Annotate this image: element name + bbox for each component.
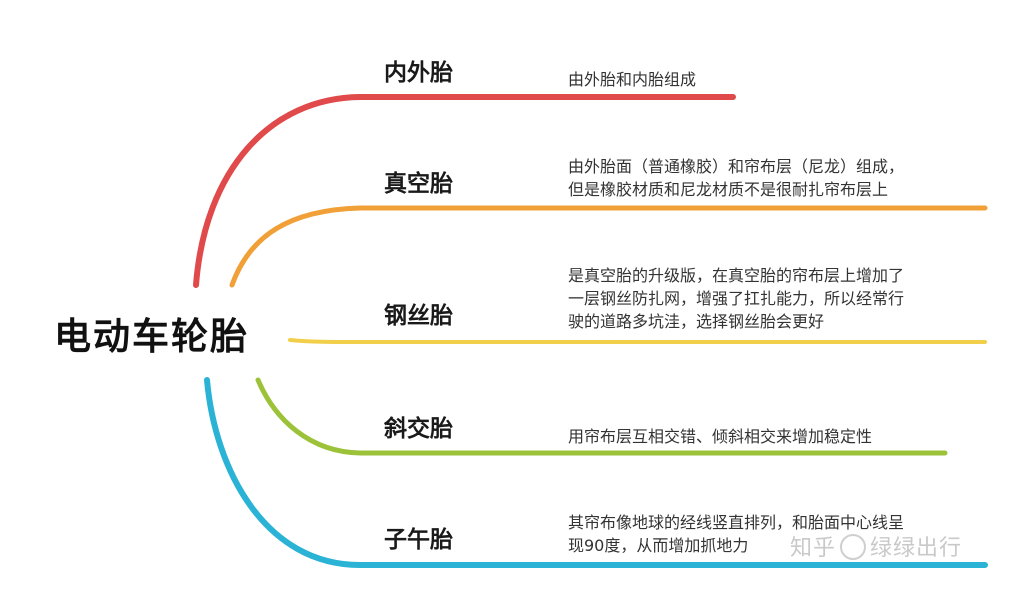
branch-title-tubeless: 真空胎 [384, 171, 453, 197]
branch-desc-radial: 其帘布像地球的经线竖直排列，和胎面中心线呈 现90度，从而增加抓地力 [568, 511, 904, 557]
desc-line: 但是橡胶材质和尼龙材质不是很耐扎帘布层上 [568, 180, 889, 199]
root-topic: 电动车轮胎 [54, 315, 249, 358]
branch-curve-tubeless [229, 205, 988, 288]
desc-line: 是真空胎的升级版，在真空胎的帘布层上增加了 [568, 266, 905, 285]
branch-title-radial: 子午胎 [384, 527, 453, 553]
branch-desc-tubeless: 由外胎面（普通橡胶）和帘布层（尼龙）组成， 但是橡胶材质和尼龙材质不是很耐扎帘布… [568, 155, 904, 201]
branch-desc-inner-outer: 由外胎和内胎组成 [568, 68, 696, 91]
desc-line: 一层钢丝防扎网，增强了扛扎能力，所以经常行 [568, 289, 905, 308]
desc-line: 现90度，从而增加抓地力 [568, 536, 749, 555]
branch-title-inner-outer: 内外胎 [384, 60, 453, 86]
wechat-icon [840, 534, 867, 560]
branch-curve-inner-outer [193, 94, 736, 288]
desc-line: 驶的道路多坑洼，选择钢丝胎会更好 [568, 312, 825, 331]
branch-title-bias: 斜交胎 [384, 416, 453, 442]
branch-curve-steel-wire [288, 338, 987, 344]
desc-line: 用帘布层互相交错、倾斜相交来增加稳定性 [568, 427, 873, 446]
desc-line: 其帘布像地球的经线竖直排列，和胎面中心线呈 [568, 513, 905, 532]
branch-desc-steel-wire: 是真空胎的升级版，在真空胎的帘布层上增加了 一层钢丝防扎网，增强了扛扎能力，所以… [568, 264, 904, 333]
desc-line: 由外胎面（普通橡胶）和帘布层（尼龙）组成， [568, 157, 905, 176]
branch-desc-bias: 用帘布层互相交错、倾斜相交来增加稳定性 [568, 425, 872, 448]
watermark: 知乎 绿绿出行 [790, 530, 962, 562]
branch-curve-bias [255, 377, 948, 456]
branch-curve-radial [204, 377, 988, 568]
watermark-right: 绿绿出行 [870, 536, 963, 561]
watermark-left: 知乎 [790, 536, 837, 561]
branch-title-steel-wire: 钢丝胎 [384, 303, 453, 329]
desc-line: 由外胎和内胎组成 [568, 70, 697, 89]
